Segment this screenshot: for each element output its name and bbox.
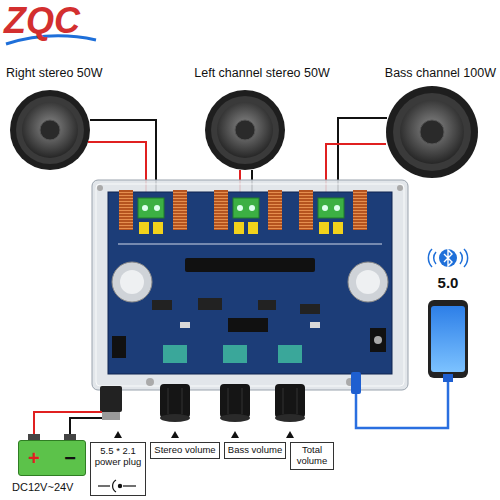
speaker-left: [205, 90, 285, 170]
node-text: 5.5 * 2.1 power plug: [93, 446, 143, 468]
power-wires: [28, 412, 102, 441]
battery: +−: [18, 440, 86, 476]
brand-logo: ZQC: [4, 0, 80, 42]
stereo-volume-box: Stereo volume: [150, 442, 220, 459]
power-plug-box: 5.5 * 2.1 power plug: [90, 442, 146, 496]
total-volume-box: Total volume: [290, 442, 334, 470]
channel-label: Left channel stereo 50W: [194, 66, 330, 80]
node-text: Total volume: [293, 445, 331, 467]
channel-label: Bass channel 100W: [385, 66, 496, 80]
bluetooth-version: 5.0: [438, 274, 459, 291]
node-text: Bass volume: [227, 445, 283, 456]
volume-knobs: [160, 384, 305, 422]
voltage-label: DC12V~24V: [12, 481, 73, 493]
channel-label: Right stereo 50W: [6, 66, 103, 80]
power-plug: [100, 386, 122, 420]
node-text: +: [28, 448, 40, 468]
speaker-right: [10, 90, 90, 170]
speaker-bass: [386, 86, 478, 178]
phone-with-cable: [351, 300, 468, 428]
pointer-triangles: [114, 431, 294, 438]
node-text: −: [64, 448, 76, 468]
amplifier-board: [92, 180, 408, 390]
bluetooth-icon: [428, 249, 467, 267]
node-text: Stereo volume: [153, 445, 217, 456]
bass-volume-box: Bass volume: [224, 442, 286, 459]
dc-polarity-symbol: [98, 480, 136, 492]
